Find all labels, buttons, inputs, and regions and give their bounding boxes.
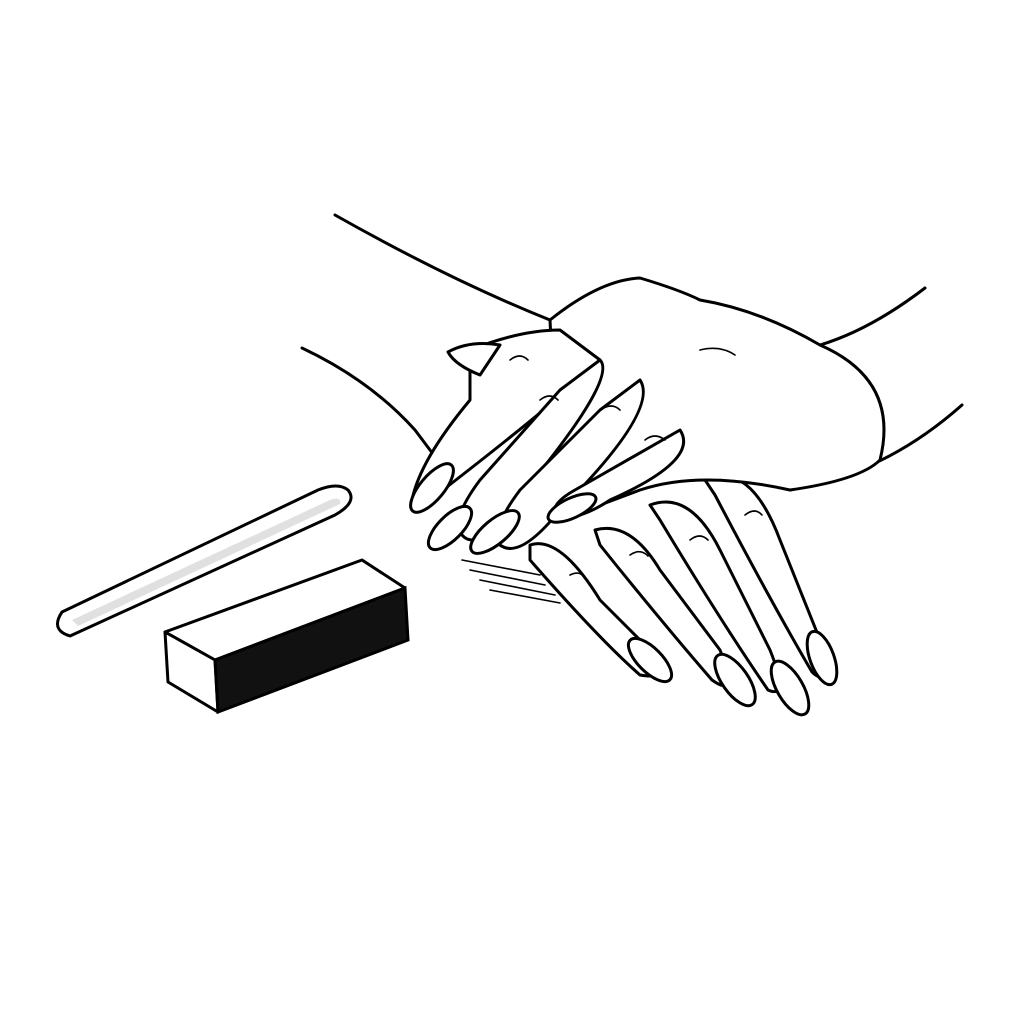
nail-file bbox=[56, 484, 353, 638]
upper-hand bbox=[333, 213, 964, 555]
lower-hand bbox=[300, 346, 839, 717]
hand-shadow bbox=[461, 559, 561, 604]
nail-buffer-block bbox=[163, 558, 410, 715]
